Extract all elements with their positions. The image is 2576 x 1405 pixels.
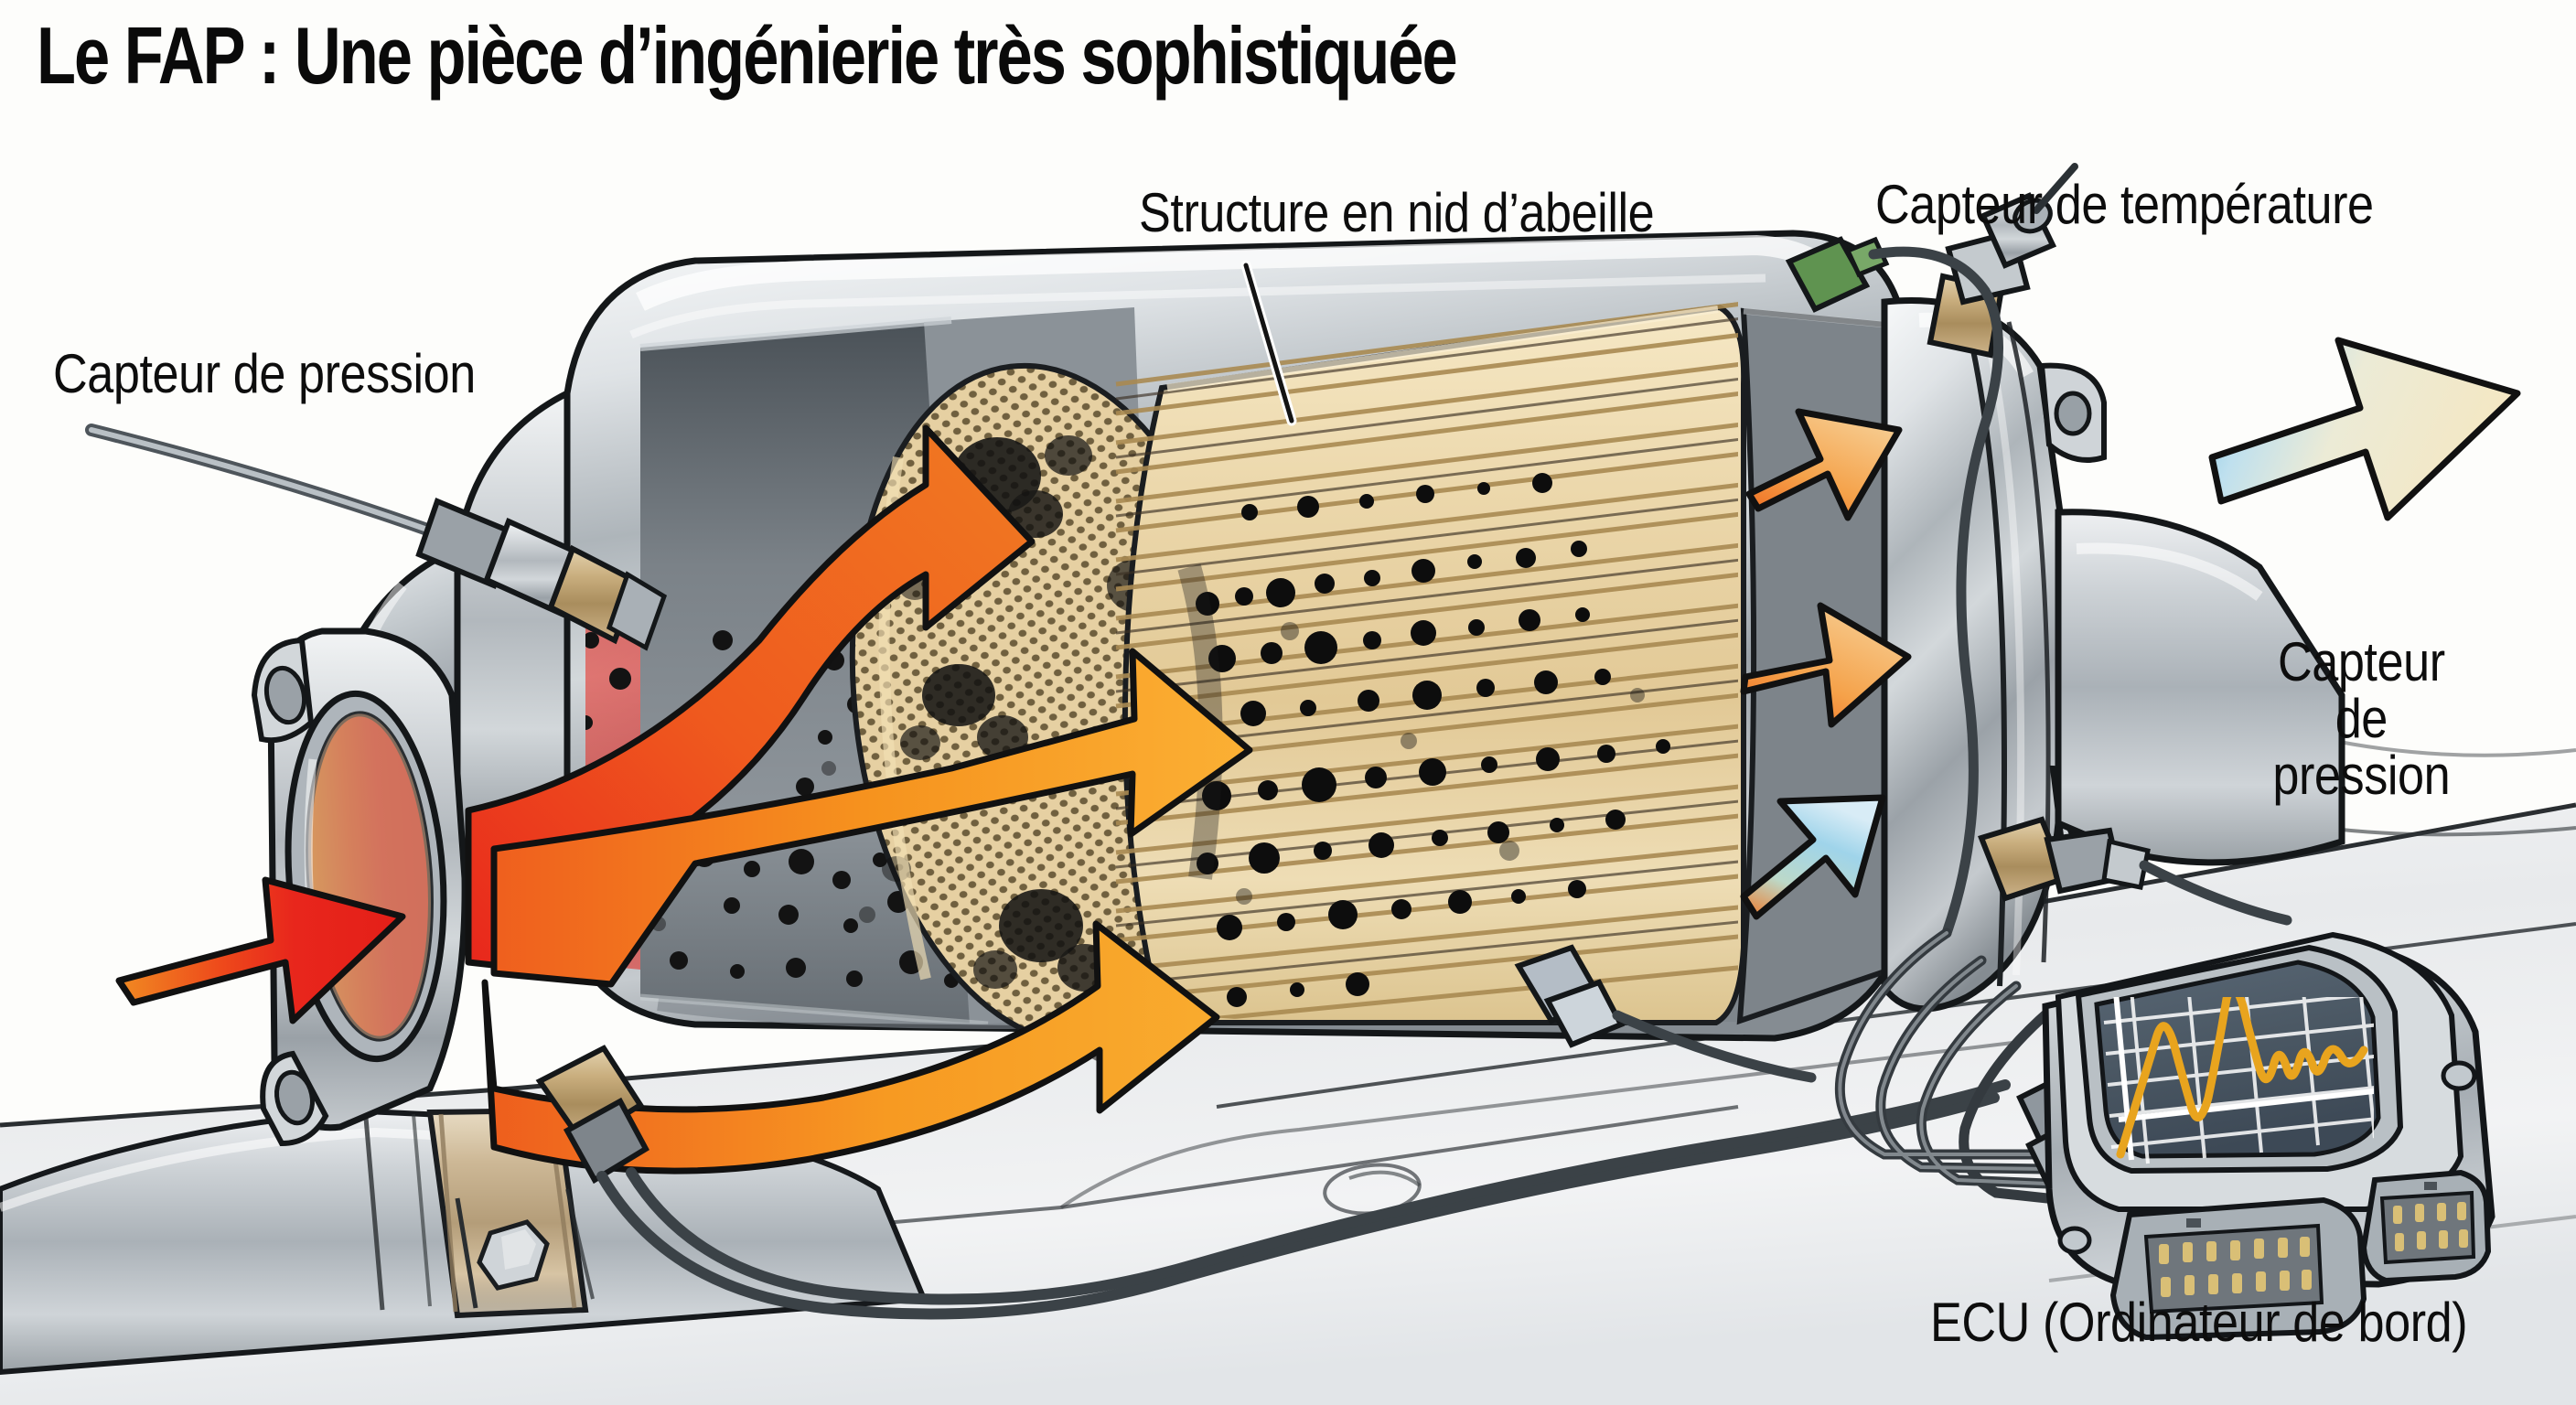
label-honeycomb-structure: Structure en nid d’abeille — [1139, 182, 1655, 243]
pressure-sensor-right[interactable] — [1978, 816, 2292, 926]
cable-clip — [1514, 944, 1817, 1083]
label-ecu: ECU (Ordinateur de bord) — [1930, 1292, 2468, 1353]
ecu-waveform-display — [2103, 997, 2374, 1164]
callout-leader-lines — [1240, 260, 1297, 426]
exhaust-out-arrow[interactable] — [2208, 337, 2521, 521]
label-pressure-sensor-left: Capteur de pression — [53, 343, 476, 404]
ecu-unit[interactable] — [2016, 931, 2496, 1341]
label-pressure-right-line2: pression — [2272, 744, 2451, 806]
page-title: Le FAP : Une pièce d’ingénierie très sop… — [37, 10, 1458, 101]
gas-flow-branch-arrows[interactable] — [165, 424, 1253, 1174]
pressure-sensor-lower-left[interactable] — [535, 1045, 2011, 1320]
outlet-flow-arrows[interactable] — [1740, 408, 1912, 920]
label-pressure-right-line1: Capteur de — [2277, 631, 2445, 749]
temperature-sensor[interactable] — [1785, 163, 2078, 938]
label-pressure-sensor-right: Capteur de pression — [2261, 634, 2461, 803]
label-temperature-sensor: Capteur de température — [1875, 174, 2374, 235]
inlet-flow-arrow[interactable] — [115, 876, 406, 1024]
ecu-cable-harness — [1834, 928, 2056, 1204]
pressure-sensor-left[interactable] — [85, 424, 668, 651]
filter-monolith — [1115, 302, 1747, 1031]
